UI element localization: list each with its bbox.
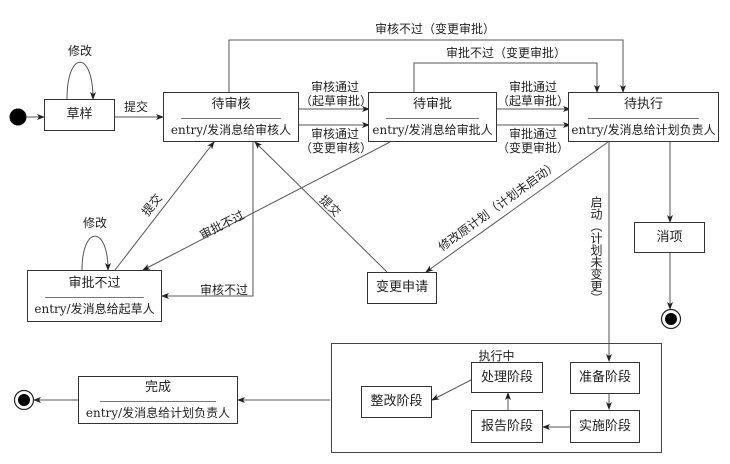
state-completed-name: 完成 [144, 379, 171, 395]
state-draft: 草样 [44, 99, 115, 131]
label-review-fail: 审核不过 [200, 283, 249, 297]
state-rejected-entry: entry/发消息给起草人 [34, 301, 155, 316]
substate-implementation-name: 实施阶段 [578, 418, 631, 434]
state-pending-execution: 待执行 entry/发消息给计划负责人 [568, 92, 719, 142]
label-start: 启动（计划未变更） [589, 196, 603, 304]
state-executing: 执行中 [331, 343, 662, 453]
substate-implementation: 实施阶段 [570, 410, 640, 443]
label-approve-pass-change: 审批通过 （变更审批） [497, 127, 569, 155]
final-state-cancel [660, 308, 682, 330]
substate-preparation-name: 准备阶段 [578, 370, 631, 385]
state-rejected-name: 审批不过 [68, 275, 121, 291]
substate-processing: 处理阶段 [471, 362, 543, 393]
substate-preparation: 准备阶段 [570, 362, 640, 394]
state-pending-execution-entry: entry/发消息给计划负责人 [571, 122, 716, 137]
substate-reporting-name: 报告阶段 [480, 418, 533, 434]
label-review-pass-draft: 审核通过 （起草审批） [300, 80, 373, 108]
divider [181, 117, 281, 119]
state-draft-name: 草样 [66, 107, 93, 122]
edge-rejected-submit [114, 141, 215, 271]
label-review-fail-change: 审核不过（变更审批） [375, 22, 496, 36]
substate-processing-name: 处理阶段 [480, 369, 533, 385]
label-review-pass-change: 审核通过 （变更审核） [300, 127, 373, 155]
state-pending-approval-name: 待审批 [412, 96, 452, 112]
state-executing-name: 执行中 [478, 349, 515, 363]
label-line: 审核通过 [310, 80, 359, 94]
substate-reporting: 报告阶段 [471, 410, 543, 443]
state-completed-entry: entry/发消息给计划负责人 [85, 405, 231, 420]
state-completed: 完成 entry/发消息给计划负责人 [78, 376, 238, 424]
divider [99, 400, 217, 402]
state-pending-review-entry: entry/发消息给审核人 [170, 122, 292, 137]
label-line: 审批通过 [508, 80, 557, 94]
label-draft-modify: 修改 [68, 44, 93, 58]
label-line: （变更审批） [497, 141, 570, 155]
substate-rectification-name: 整改阶段 [370, 394, 423, 409]
edge-approve-fail-change [413, 62, 600, 93]
divider [588, 117, 699, 119]
edge-draft-modify-loop [66, 61, 96, 100]
state-pending-review: 待审核 entry/发消息给审核人 [163, 92, 299, 142]
divider [385, 117, 480, 119]
edge-change-submit [254, 141, 388, 273]
state-pending-execution-name: 待执行 [623, 96, 663, 112]
initial-state [9, 108, 27, 126]
state-pending-review-name: 待审核 [211, 96, 251, 112]
label-approve-fail-change: 审批不过（变更审批） [446, 46, 567, 60]
edge-process-rectify [431, 379, 472, 401]
edge-review-fail [161, 142, 254, 299]
label-rejected-modify: 修改 [83, 216, 108, 230]
state-pending-approval: 待审批 entry/发消息给审批人 [368, 92, 497, 142]
state-rejected: 审批不过 entry/发消息给起草人 [27, 270, 162, 322]
label-line: 审批通过 [508, 127, 557, 141]
label-line: （变更审核） [300, 141, 373, 155]
divider [45, 296, 144, 298]
edge-rejected-modify-loop [81, 236, 111, 271]
edge-modify-plan [425, 141, 609, 273]
label-draft-submit: 提交 [124, 100, 149, 114]
state-change-request: 变更申请 [367, 272, 437, 304]
label-line: 审核通过 [310, 127, 359, 141]
state-change-request-name: 变更申请 [375, 280, 428, 295]
edge-approve-fail [142, 141, 391, 271]
state-cancelled: 消项 [634, 222, 705, 253]
state-cancelled-name: 消项 [656, 229, 683, 245]
substate-rectification: 整改阶段 [361, 386, 432, 418]
edge-review-fail-change [228, 39, 626, 93]
label-line: （起草审批） [497, 94, 570, 108]
final-state-complete [13, 389, 35, 411]
label-line: （起草审批） [300, 94, 373, 108]
label-approve-pass-draft: 审批通过 （起草审批） [497, 80, 569, 108]
state-pending-approval-entry: entry/发消息给审批人 [372, 122, 493, 137]
